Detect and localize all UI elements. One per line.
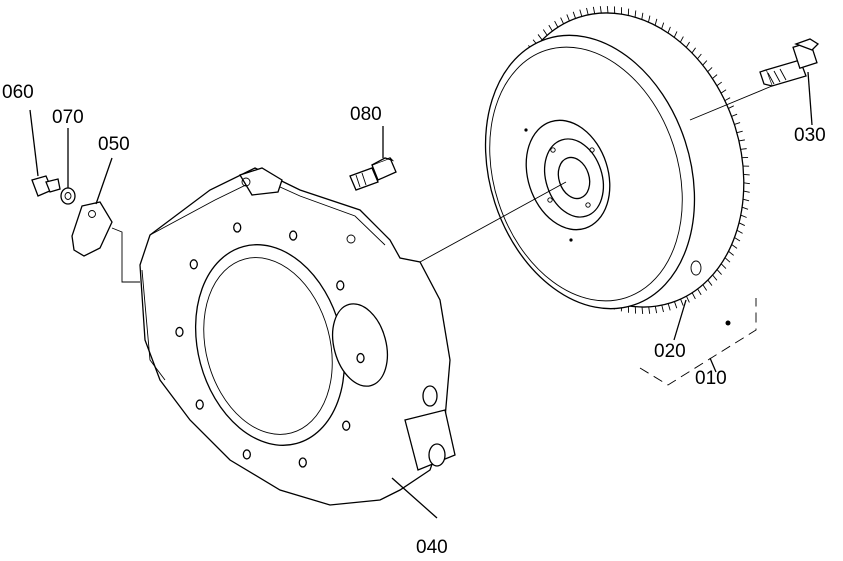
gear-tooth — [739, 140, 745, 141]
gear-tooth — [744, 183, 750, 184]
housing-bolt-hole — [343, 421, 350, 430]
gear-tooth — [642, 307, 643, 314]
gear-tooth — [698, 289, 702, 295]
gear-tooth — [741, 149, 747, 150]
callout-040: 040 — [416, 537, 448, 556]
gear-tooth — [728, 251, 733, 255]
housing-bolt-hole — [234, 223, 241, 232]
flywheel-020 — [420, 0, 781, 338]
gear-tooth — [728, 106, 733, 109]
gear-tooth — [642, 13, 643, 20]
gear-tooth — [703, 285, 707, 291]
gear-tooth — [655, 19, 657, 25]
callout-020: 020 — [654, 341, 686, 362]
gear-tooth — [635, 10, 636, 17]
gear-tooth — [668, 304, 670, 311]
gear-tooth — [573, 12, 575, 19]
gear-tooth — [712, 75, 717, 79]
gear-tooth — [600, 6, 601, 13]
bolt-080 — [350, 126, 396, 190]
housing-bolt-hole — [337, 281, 344, 290]
housing-bolt-hole — [190, 260, 197, 269]
gear-tooth — [580, 10, 582, 17]
gear-tooth — [649, 307, 650, 314]
housing-bolt-hole — [290, 231, 297, 240]
gear-tooth — [607, 6, 608, 13]
flywheel-housing-040 — [140, 168, 455, 518]
gear-tooth — [721, 264, 726, 269]
housing-bolt-hole — [243, 450, 250, 459]
gear-tooth — [555, 21, 558, 27]
callout-070: 070 — [52, 107, 84, 128]
gear-tooth — [737, 131, 743, 132]
gear-tooth — [692, 48, 696, 53]
gear-tooth — [648, 16, 649, 23]
gear-tooth — [708, 280, 712, 286]
gear-tooth — [593, 7, 594, 14]
gear-tooth — [744, 191, 750, 192]
callout-010: 010 — [695, 368, 727, 389]
gear-tooth — [567, 14, 570, 20]
washer-070 — [61, 128, 75, 204]
gear-tooth — [686, 42, 689, 47]
gear-tooth — [732, 114, 738, 116]
gear-tooth — [680, 37, 683, 43]
gear-tooth — [721, 90, 726, 93]
gear-tooth — [717, 270, 722, 275]
gear-tooth — [674, 302, 676, 309]
gear-tooth — [587, 8, 589, 15]
gear-tooth — [713, 275, 717, 280]
gear-tooth — [739, 223, 745, 226]
housing-bolt-hole — [357, 354, 364, 363]
gear-tooth — [737, 230, 743, 233]
gear-tooth — [674, 31, 677, 37]
gear-tooth — [662, 23, 664, 29]
gear-tooth — [734, 123, 740, 125]
gear-tooth — [543, 30, 547, 36]
gear-tooth — [734, 238, 740, 241]
gear-tooth — [703, 61, 707, 66]
housing-bolt-hole — [176, 327, 183, 336]
gear-tooth — [549, 25, 553, 31]
gear-tooth — [662, 305, 664, 312]
callout-030: 030 — [794, 125, 826, 146]
gear-tooth — [725, 258, 730, 262]
gear-tooth — [561, 18, 564, 24]
gear-tooth — [655, 306, 656, 313]
housing-bolt-hole — [299, 458, 306, 467]
plate-050 — [72, 158, 140, 282]
gear-tooth — [742, 207, 748, 209]
gear-tooth — [717, 82, 722, 86]
callout-050: 050 — [98, 134, 130, 155]
callout-060: 060 — [2, 82, 34, 103]
gear-tooth — [697, 54, 701, 59]
gear-tooth — [741, 215, 747, 217]
gear-tooth — [681, 299, 684, 305]
gear-tooth — [686, 296, 689, 302]
gear-tooth — [538, 34, 542, 40]
gear-tooth — [732, 245, 737, 249]
gear-tooth — [692, 293, 695, 299]
bolt-030 — [760, 39, 818, 125]
gear-tooth — [743, 199, 749, 201]
callout-080: 080 — [350, 104, 382, 125]
housing-bolt-hole — [196, 400, 203, 409]
gear-tooth — [668, 27, 670, 33]
gear-tooth — [725, 98, 730, 101]
gear-tooth — [708, 67, 712, 71]
